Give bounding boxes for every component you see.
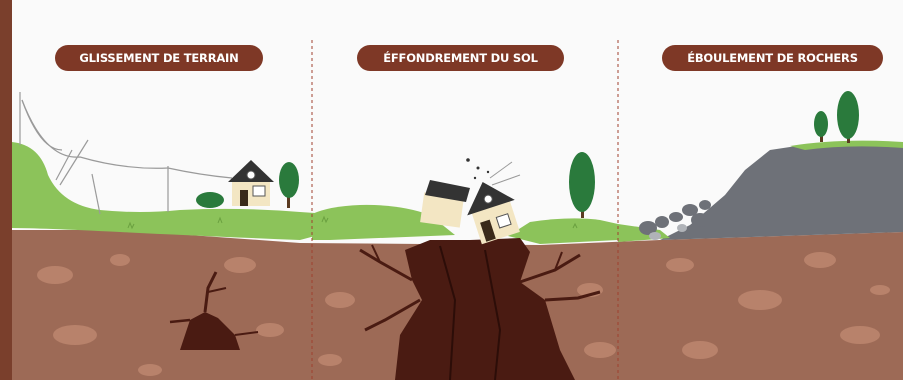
bush [196,192,224,208]
panel-title-landslide: GLISSEMENT DE TERRAIN [55,45,263,71]
panel-title-ground-collapse: ÉFFONDREMENT DU SOL [357,45,564,71]
panel-title-rockfall: ÉBOULEMENT DE ROCHERS [662,45,883,71]
